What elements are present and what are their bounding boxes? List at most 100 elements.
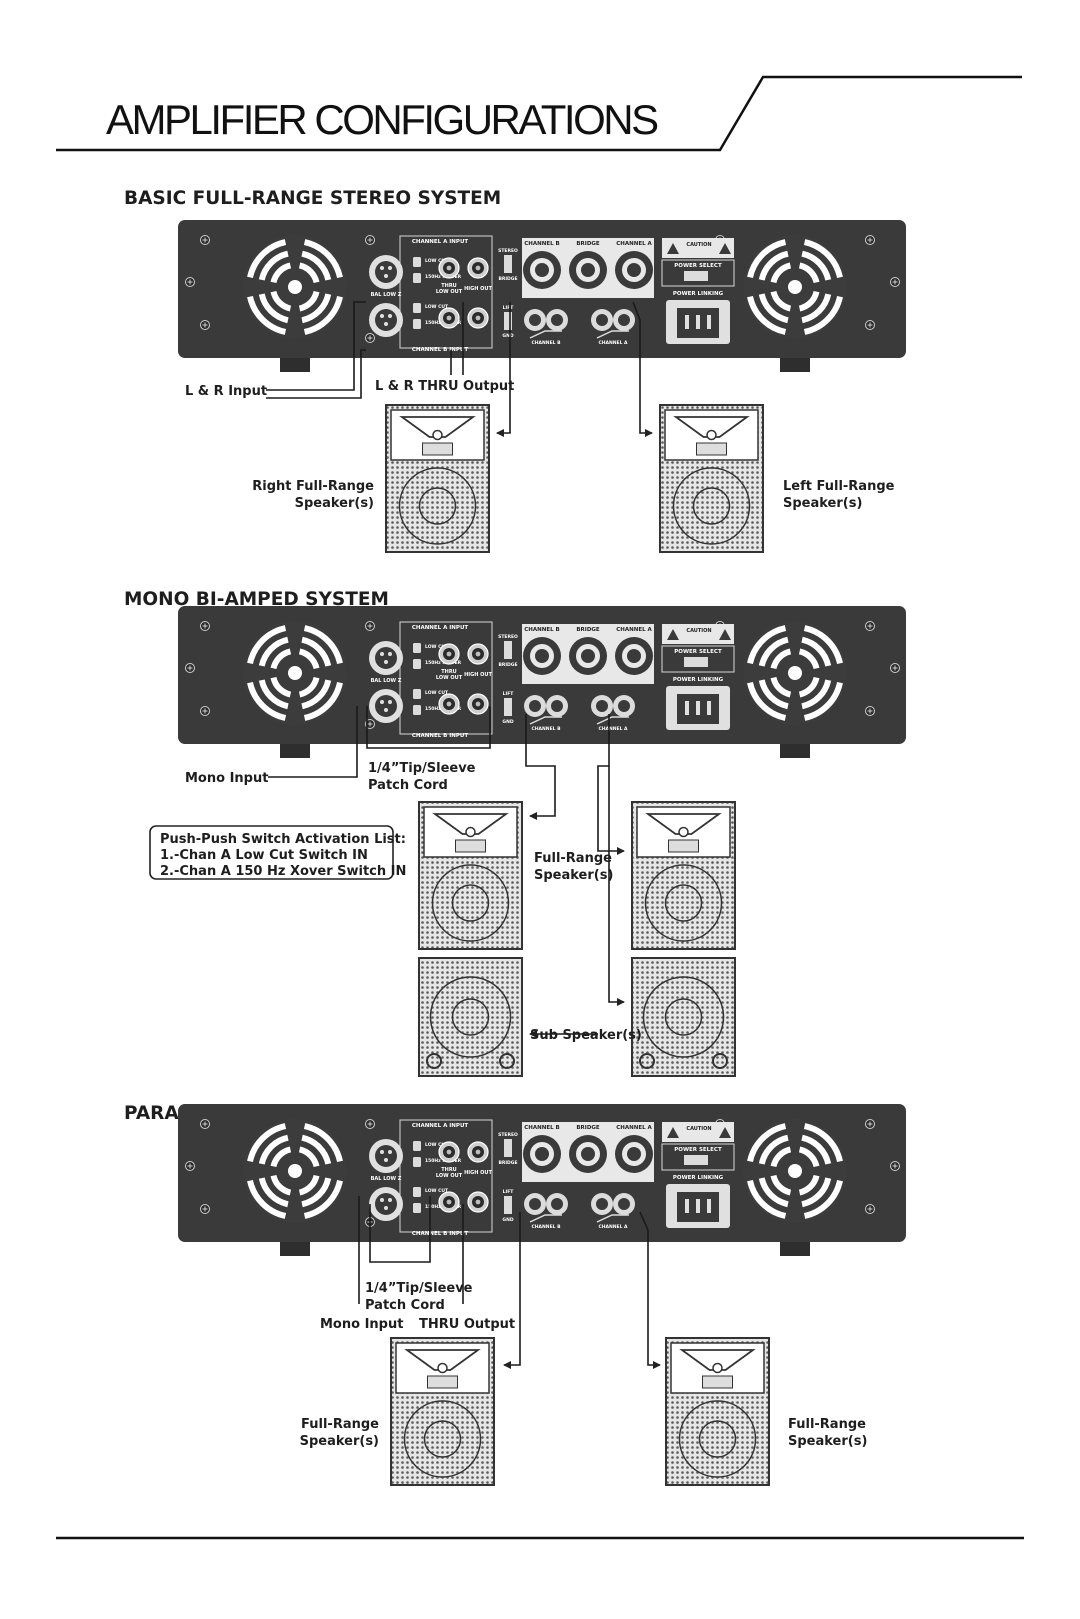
high-out-label: HIGH OUT (464, 286, 492, 292)
power-select-label: POWER SELECT (674, 1147, 722, 1153)
push-switch (413, 303, 421, 313)
channel-b-label: CHANNEL B (531, 340, 561, 346)
push-switch (413, 257, 421, 267)
warning-icon (719, 629, 731, 640)
push-switch (413, 1157, 421, 1167)
speaker-left-full-range (659, 404, 764, 553)
speakon-label: BRIDGE (576, 241, 600, 247)
channel-b-label: CHANNEL B (531, 1224, 561, 1230)
input-label: L & R Input (185, 384, 267, 399)
thru-output-label: L & R THRU Output (375, 379, 514, 394)
patch-cord-label: 1/4”Tip/Sleeve (368, 761, 476, 776)
push-switch (413, 273, 421, 283)
woofer-icon (672, 467, 751, 545)
amp-foot (280, 744, 310, 758)
cable-line (366, 706, 491, 749)
power-linking-label: POWER LINKING (673, 1175, 724, 1181)
caution-label: CAUTION (686, 628, 711, 634)
channel-b-label: CHANNEL B (531, 726, 561, 732)
cable-line (525, 714, 556, 820)
switch-activation-list: Push-Push Switch Activation List:1.-Chan… (149, 825, 406, 880)
speaker-right-full-range (385, 404, 490, 553)
speaker-full-range-right (631, 801, 736, 950)
warning-icon (667, 629, 679, 640)
cable-line (503, 1212, 521, 1369)
high-out-label: HIGH OUT (464, 1170, 492, 1176)
high-out-label: HIGH OUT (464, 672, 492, 678)
sub-speaker-label: Sub Speaker(s) (530, 1028, 642, 1043)
port-icon (499, 1053, 515, 1069)
lift-label: LIFT (503, 691, 515, 697)
input-label: Mono Input (320, 1317, 403, 1332)
cable-line (268, 706, 358, 778)
switch-list-title: Push-Push Switch Activation List: (160, 832, 406, 847)
title-rule (56, 75, 1022, 152)
bridge-switch-label: BRIDGE (498, 276, 517, 282)
speaker-label: Speaker(s) (295, 496, 374, 511)
power-select-label: POWER SELECT (674, 263, 722, 269)
stereo-bridge-switch (504, 641, 512, 659)
stereo-label: STEREO (498, 248, 518, 254)
push-switch (413, 659, 421, 669)
speaker-label: Right Full-Range (252, 479, 374, 494)
low-cut-label: LOW CUT (425, 258, 449, 264)
warning-icon (667, 1127, 679, 1138)
cable-line (639, 1211, 661, 1369)
speaker-full-range-right (665, 1337, 770, 1486)
xover-label: 150Hz X OVER (425, 1158, 462, 1164)
speaker-full-range-left (418, 801, 523, 950)
power-linking-label: POWER LINKING (673, 291, 724, 297)
xover-label: 150Hz X OVER (425, 274, 462, 280)
low-cut-label: LOW CUT (425, 644, 449, 650)
speaker-label: Speaker(s) (783, 496, 862, 511)
caution-sticker (662, 624, 734, 644)
voltage-switch (684, 657, 708, 667)
speakon-label: CHANNEL B (524, 627, 559, 633)
woofer-icon (642, 976, 725, 1058)
cable-line (597, 714, 625, 855)
lift-gnd-switch (504, 1196, 512, 1214)
cable-line (608, 766, 625, 1006)
caution-sticker (662, 238, 734, 258)
lift-gnd-switch (504, 698, 512, 716)
woofer-icon (431, 864, 510, 942)
speaker-label: Full-Range (534, 851, 612, 866)
push-switch (413, 643, 421, 653)
low-cut-label: LOW CUT (425, 1142, 449, 1148)
low-cut-label: LOW CUT (425, 690, 449, 696)
patch-cord-label: Patch Cord (365, 1298, 445, 1313)
channel-a-label: CHANNEL A (598, 726, 628, 732)
amp-foot (280, 358, 310, 372)
bridge-switch-label: BRIDGE (498, 662, 517, 668)
speakon-label: CHANNEL A (616, 1125, 652, 1131)
power-select-label: POWER SELECT (674, 649, 722, 655)
cable-line (496, 302, 511, 437)
push-switch (413, 705, 421, 715)
lift-gnd-switch (504, 312, 512, 330)
port-icon (426, 1053, 442, 1069)
bal-low-z-label: BAL LOW Z (371, 292, 402, 298)
thru-label: THRU (441, 669, 457, 675)
push-switch (413, 319, 421, 329)
speaker-label: Speaker(s) (788, 1434, 867, 1449)
thru-label: THRU (441, 1167, 457, 1173)
stereo-bridge-switch (504, 255, 512, 273)
speakon-label: CHANNEL B (524, 1125, 559, 1131)
low-out-label: LOW OUT (436, 289, 463, 295)
amp-foot (780, 1242, 810, 1256)
speakon-label: CHANNEL A (616, 627, 652, 633)
thru-label: THRU (441, 283, 457, 289)
channel-a-input-label: CHANNEL A INPUT (412, 1123, 469, 1129)
caution-sticker (662, 1122, 734, 1142)
channel-b-input-label: CHANNEL B INPUT (412, 347, 469, 353)
speakon-label: CHANNEL A (616, 241, 652, 247)
push-switch (413, 1203, 421, 1213)
page-title: AMPLIFIER CONFIGURATIONS (106, 96, 659, 143)
xover-label: 150Hz X OVER (425, 660, 462, 666)
channel-b-input-label: CHANNEL B INPUT (412, 733, 469, 739)
gnd-label: GND (502, 1217, 513, 1223)
bal-low-z-label: BAL LOW Z (371, 678, 402, 684)
section-title-stereo: BASIC FULL-RANGE STEREO SYSTEM (124, 188, 502, 209)
warning-icon (719, 1127, 731, 1138)
